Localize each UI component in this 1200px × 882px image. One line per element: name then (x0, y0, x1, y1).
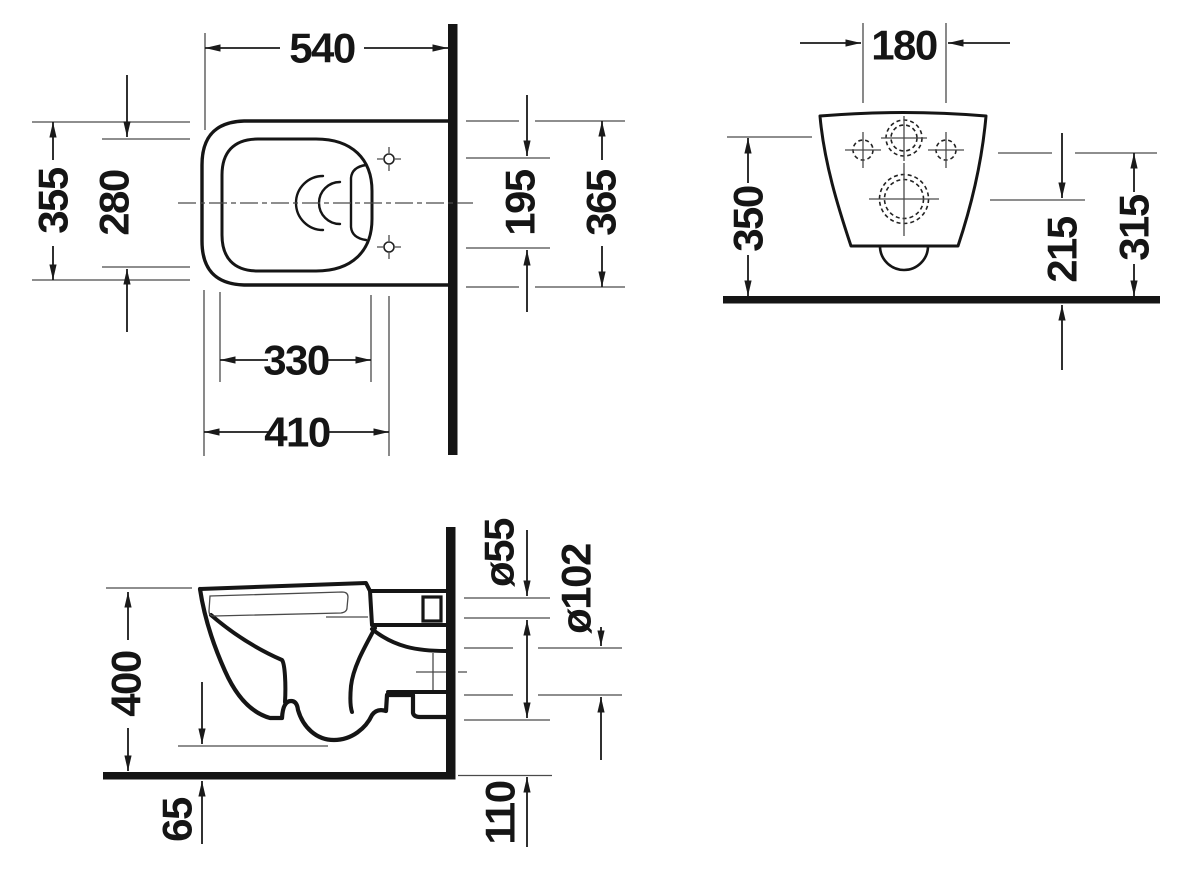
inlet-spud-outline (368, 589, 448, 627)
dim-label-280: 280 (91, 170, 138, 236)
extension-lines-rear (727, 23, 1157, 201)
bowl-outer-shell-side (197, 586, 449, 743)
bowl-top-edge-side (198, 581, 448, 593)
dim-label-d102: ø102 (553, 544, 600, 634)
dim-label-215: 215 (1039, 216, 1086, 283)
dim-label-540: 540 (289, 25, 355, 72)
dim-label-355: 355 (30, 167, 77, 234)
bowl-inner-slope (209, 613, 288, 704)
extension-lines-plan (32, 33, 625, 456)
water-inlet-hole (881, 116, 927, 161)
trap-partition-curve (348, 626, 377, 714)
flush-channel-curve (370, 627, 448, 653)
fixing-hole-right (928, 132, 964, 168)
inlet-collar (421, 595, 443, 623)
dim-label-d55: ø55 (476, 518, 523, 587)
dim-label-330: 330 (263, 337, 329, 384)
dim-label-410: 410 (264, 409, 330, 456)
dim-label-365: 365 (578, 169, 625, 236)
dim-label-350: 350 (725, 186, 772, 252)
rim-profile (208, 591, 349, 617)
fixing-hole-left (845, 132, 881, 168)
plan-view: 540 355 280 195 365 330 410 (30, 24, 625, 456)
body-outline-rear (818, 111, 988, 248)
dim-label-400: 400 (103, 651, 150, 717)
floor-line-rear (723, 296, 1160, 304)
floor-line-side (103, 772, 456, 780)
outlet-hole (869, 163, 939, 236)
dim-label-180: 180 (871, 22, 937, 69)
wall-section-plan (448, 24, 458, 455)
extension-lines-side (106, 587, 622, 747)
seat-fixing-hole-top (377, 147, 401, 171)
seat-fixing-hole-bottom (377, 235, 401, 259)
rear-view: 180 350 215 315 (723, 22, 1160, 370)
dim-label-65: 65 (154, 797, 201, 842)
dim-label-110: 110 (477, 781, 524, 844)
outlet-dome-rear (878, 244, 930, 272)
dim-label-195: 195 (497, 169, 544, 236)
seat-opening-outline (220, 137, 374, 273)
wall-section-side (446, 527, 456, 779)
dim-label-315: 315 (1111, 194, 1158, 261)
side-view: 400 65 ø55 ø102 110 (103, 518, 622, 847)
